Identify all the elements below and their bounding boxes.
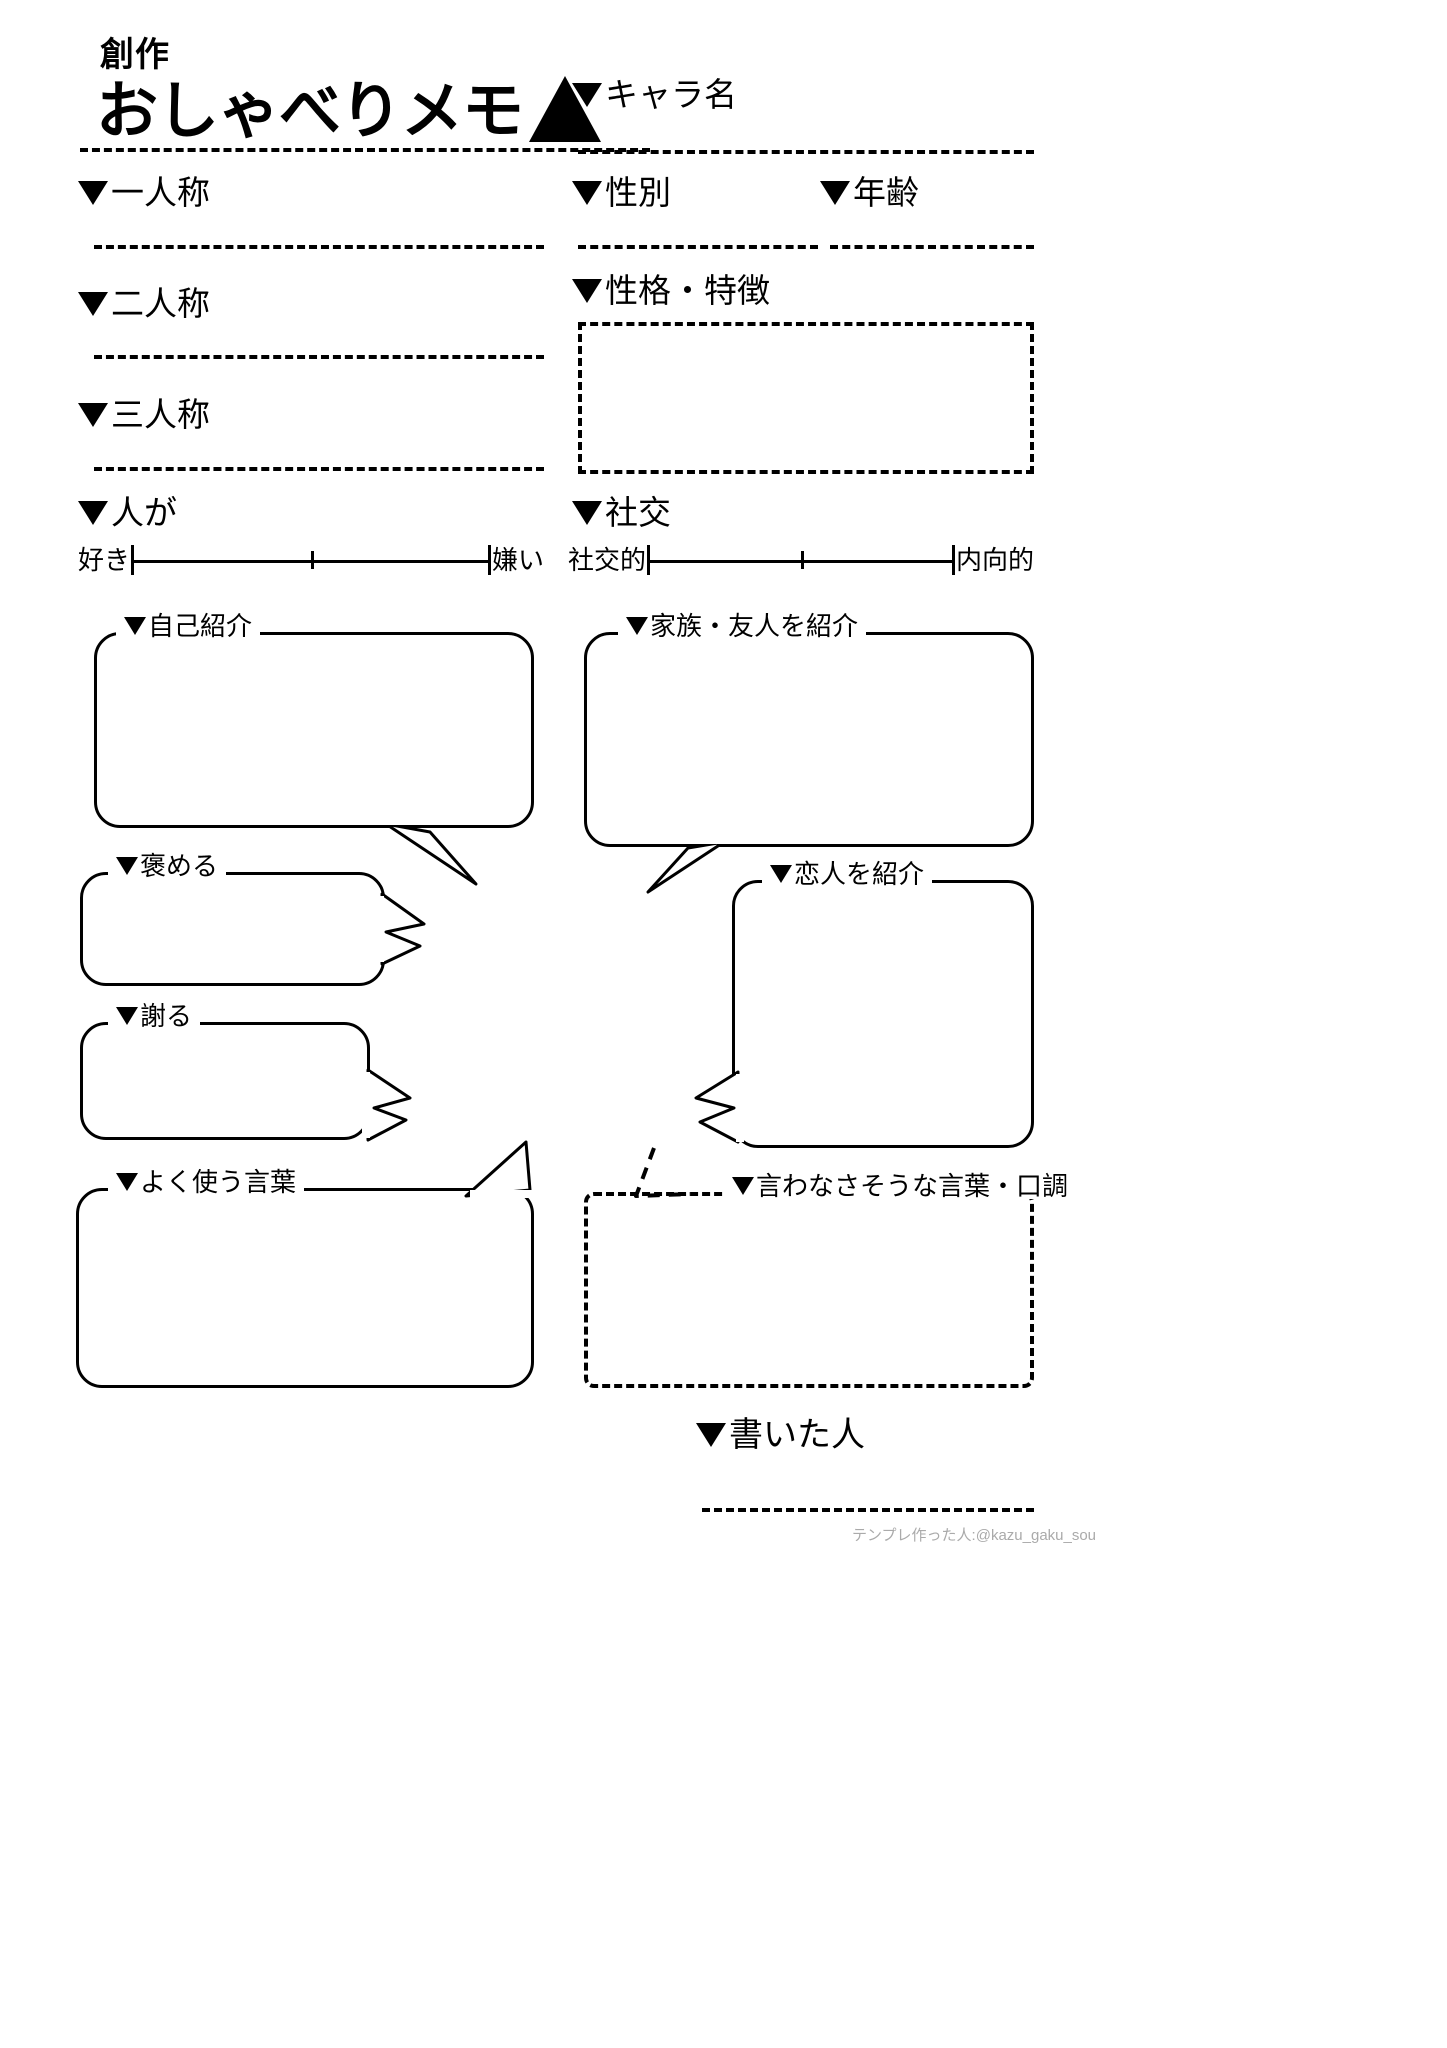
scale-tick-left <box>647 545 651 575</box>
bubble-apology[interactable]: 謝る <box>80 1003 412 1142</box>
scale-tick-right <box>951 545 955 575</box>
bubble-tail <box>646 836 730 894</box>
label-character-name: キャラ名 <box>572 78 737 111</box>
scale-tick-right <box>487 545 491 575</box>
triangle-down-icon <box>696 1423 726 1447</box>
input-gender[interactable] <box>578 245 818 249</box>
scale-left-cap: 社交的 <box>568 545 647 575</box>
triangle-down-icon <box>770 865 792 883</box>
scale-track[interactable] <box>647 543 955 577</box>
input-age[interactable] <box>830 245 1034 249</box>
input-second-person[interactable] <box>94 355 544 359</box>
triangle-down-icon <box>78 402 108 427</box>
input-personality-box[interactable] <box>578 322 1034 474</box>
triangle-down-icon <box>78 291 108 316</box>
title-small: 創作 <box>100 36 170 74</box>
bubble-label: 家族・友人を紹介 <box>618 613 867 639</box>
bubble-body[interactable] <box>76 1188 534 1388</box>
triangle-down-icon <box>116 857 138 875</box>
triangle-down-icon <box>572 82 602 107</box>
input-third-person[interactable] <box>94 467 544 471</box>
bubble-body[interactable] <box>80 1022 370 1140</box>
bubble-label: よく使う言葉 <box>108 1169 305 1195</box>
input-author[interactable] <box>702 1508 1034 1512</box>
triangle-down-icon <box>820 180 850 205</box>
title-main: おしゃべりメモ <box>96 76 524 146</box>
bubble-tail <box>376 892 426 966</box>
bubble-body[interactable] <box>584 1192 1034 1388</box>
triangle-down-icon <box>572 500 602 525</box>
bubble-tail <box>694 1070 744 1144</box>
label-personality: 性格・特徴 <box>572 274 770 307</box>
bubble-body[interactable] <box>94 632 534 828</box>
bubble-compliment[interactable]: 褒める <box>80 853 426 986</box>
bubble-self-introduction[interactable]: 自己紹介 <box>94 613 534 886</box>
sheet-title-block: 創作 おしゃべりメモ <box>96 38 656 158</box>
bubble-label: 自己紹介 <box>116 613 261 639</box>
scale-left-cap: 好き <box>78 545 131 575</box>
template-credit: テンプレ作った人:@kazu_gaku_sou <box>852 1527 1097 1544</box>
bubble-body[interactable] <box>584 632 1034 847</box>
triangle-down-icon <box>732 1177 754 1195</box>
label-first-person: 一人称 <box>78 176 210 209</box>
bubble-tail <box>634 1147 691 1198</box>
scale-right-cap: 嫌い <box>491 545 544 575</box>
bubble-body[interactable] <box>732 880 1034 1148</box>
bubble-label: 言わなさそうな言葉・口調 <box>724 1173 1077 1199</box>
label-gender: 性別 <box>572 176 671 209</box>
label-sociability-scale: 社交 <box>572 496 671 529</box>
label-second-person: 二人称 <box>78 287 210 320</box>
bubble-common-phrases[interactable]: よく使う言葉 <box>76 1140 536 1388</box>
scale-sociability[interactable]: 社交的 内向的 <box>568 543 1034 577</box>
bubble-family-friends[interactable]: 家族・友人を紹介 <box>584 613 1034 894</box>
label-author: 書いた人 <box>696 1418 865 1452</box>
scale-right-cap: 内向的 <box>955 545 1034 575</box>
label-third-person: 三人称 <box>78 398 210 431</box>
scale-tick-mid <box>801 551 804 569</box>
bubble-tail <box>384 818 478 886</box>
label-people-scale: 人が <box>78 496 177 529</box>
label-age: 年齢 <box>820 176 919 209</box>
triangle-down-icon <box>626 617 648 635</box>
triangle-down-icon <box>572 180 602 205</box>
triangle-down-icon <box>116 1173 138 1191</box>
bubble-label: 謝る <box>108 1003 201 1029</box>
scale-tick-left <box>131 545 135 575</box>
bubble-label: 恋人を紹介 <box>762 861 933 887</box>
scale-people-preference[interactable]: 好き 嫌い <box>78 543 544 577</box>
triangle-down-icon <box>78 500 108 525</box>
input-first-person[interactable] <box>94 245 544 249</box>
triangle-down-icon <box>124 617 146 635</box>
scale-tick-mid <box>311 551 314 569</box>
input-character-name[interactable] <box>578 150 1034 154</box>
bubble-partner[interactable]: 恋人を紹介 <box>694 861 1034 1148</box>
title-underline-dashed <box>80 148 650 152</box>
triangle-down-icon <box>78 180 108 205</box>
bubble-tail <box>464 1140 536 1198</box>
bubble-label: 褒める <box>108 853 227 879</box>
scale-track[interactable] <box>131 543 491 577</box>
triangle-down-icon <box>572 278 602 303</box>
bubble-unlikely-phrases[interactable]: 言わなさそうな言葉・口調 <box>584 1147 1077 1388</box>
bubble-body[interactable] <box>80 872 385 986</box>
bubble-tail <box>362 1068 412 1142</box>
triangle-down-icon <box>116 1007 138 1025</box>
